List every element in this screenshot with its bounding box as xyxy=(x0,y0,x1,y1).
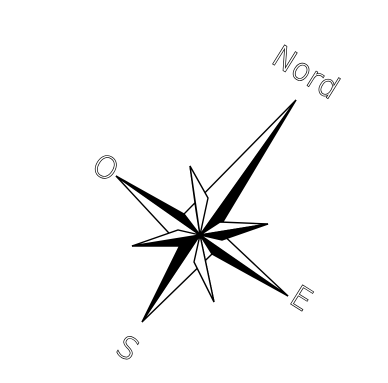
south-arm-left xyxy=(142,235,200,322)
east-arm-bottom xyxy=(200,235,288,296)
east-label: E xyxy=(284,279,319,319)
south-label: S xyxy=(110,329,145,369)
west-label: O xyxy=(86,147,125,189)
west-arm-top xyxy=(116,176,200,235)
north-label: Nord xyxy=(266,39,345,107)
north-arm-right xyxy=(200,100,296,235)
compass-rose xyxy=(116,100,296,322)
